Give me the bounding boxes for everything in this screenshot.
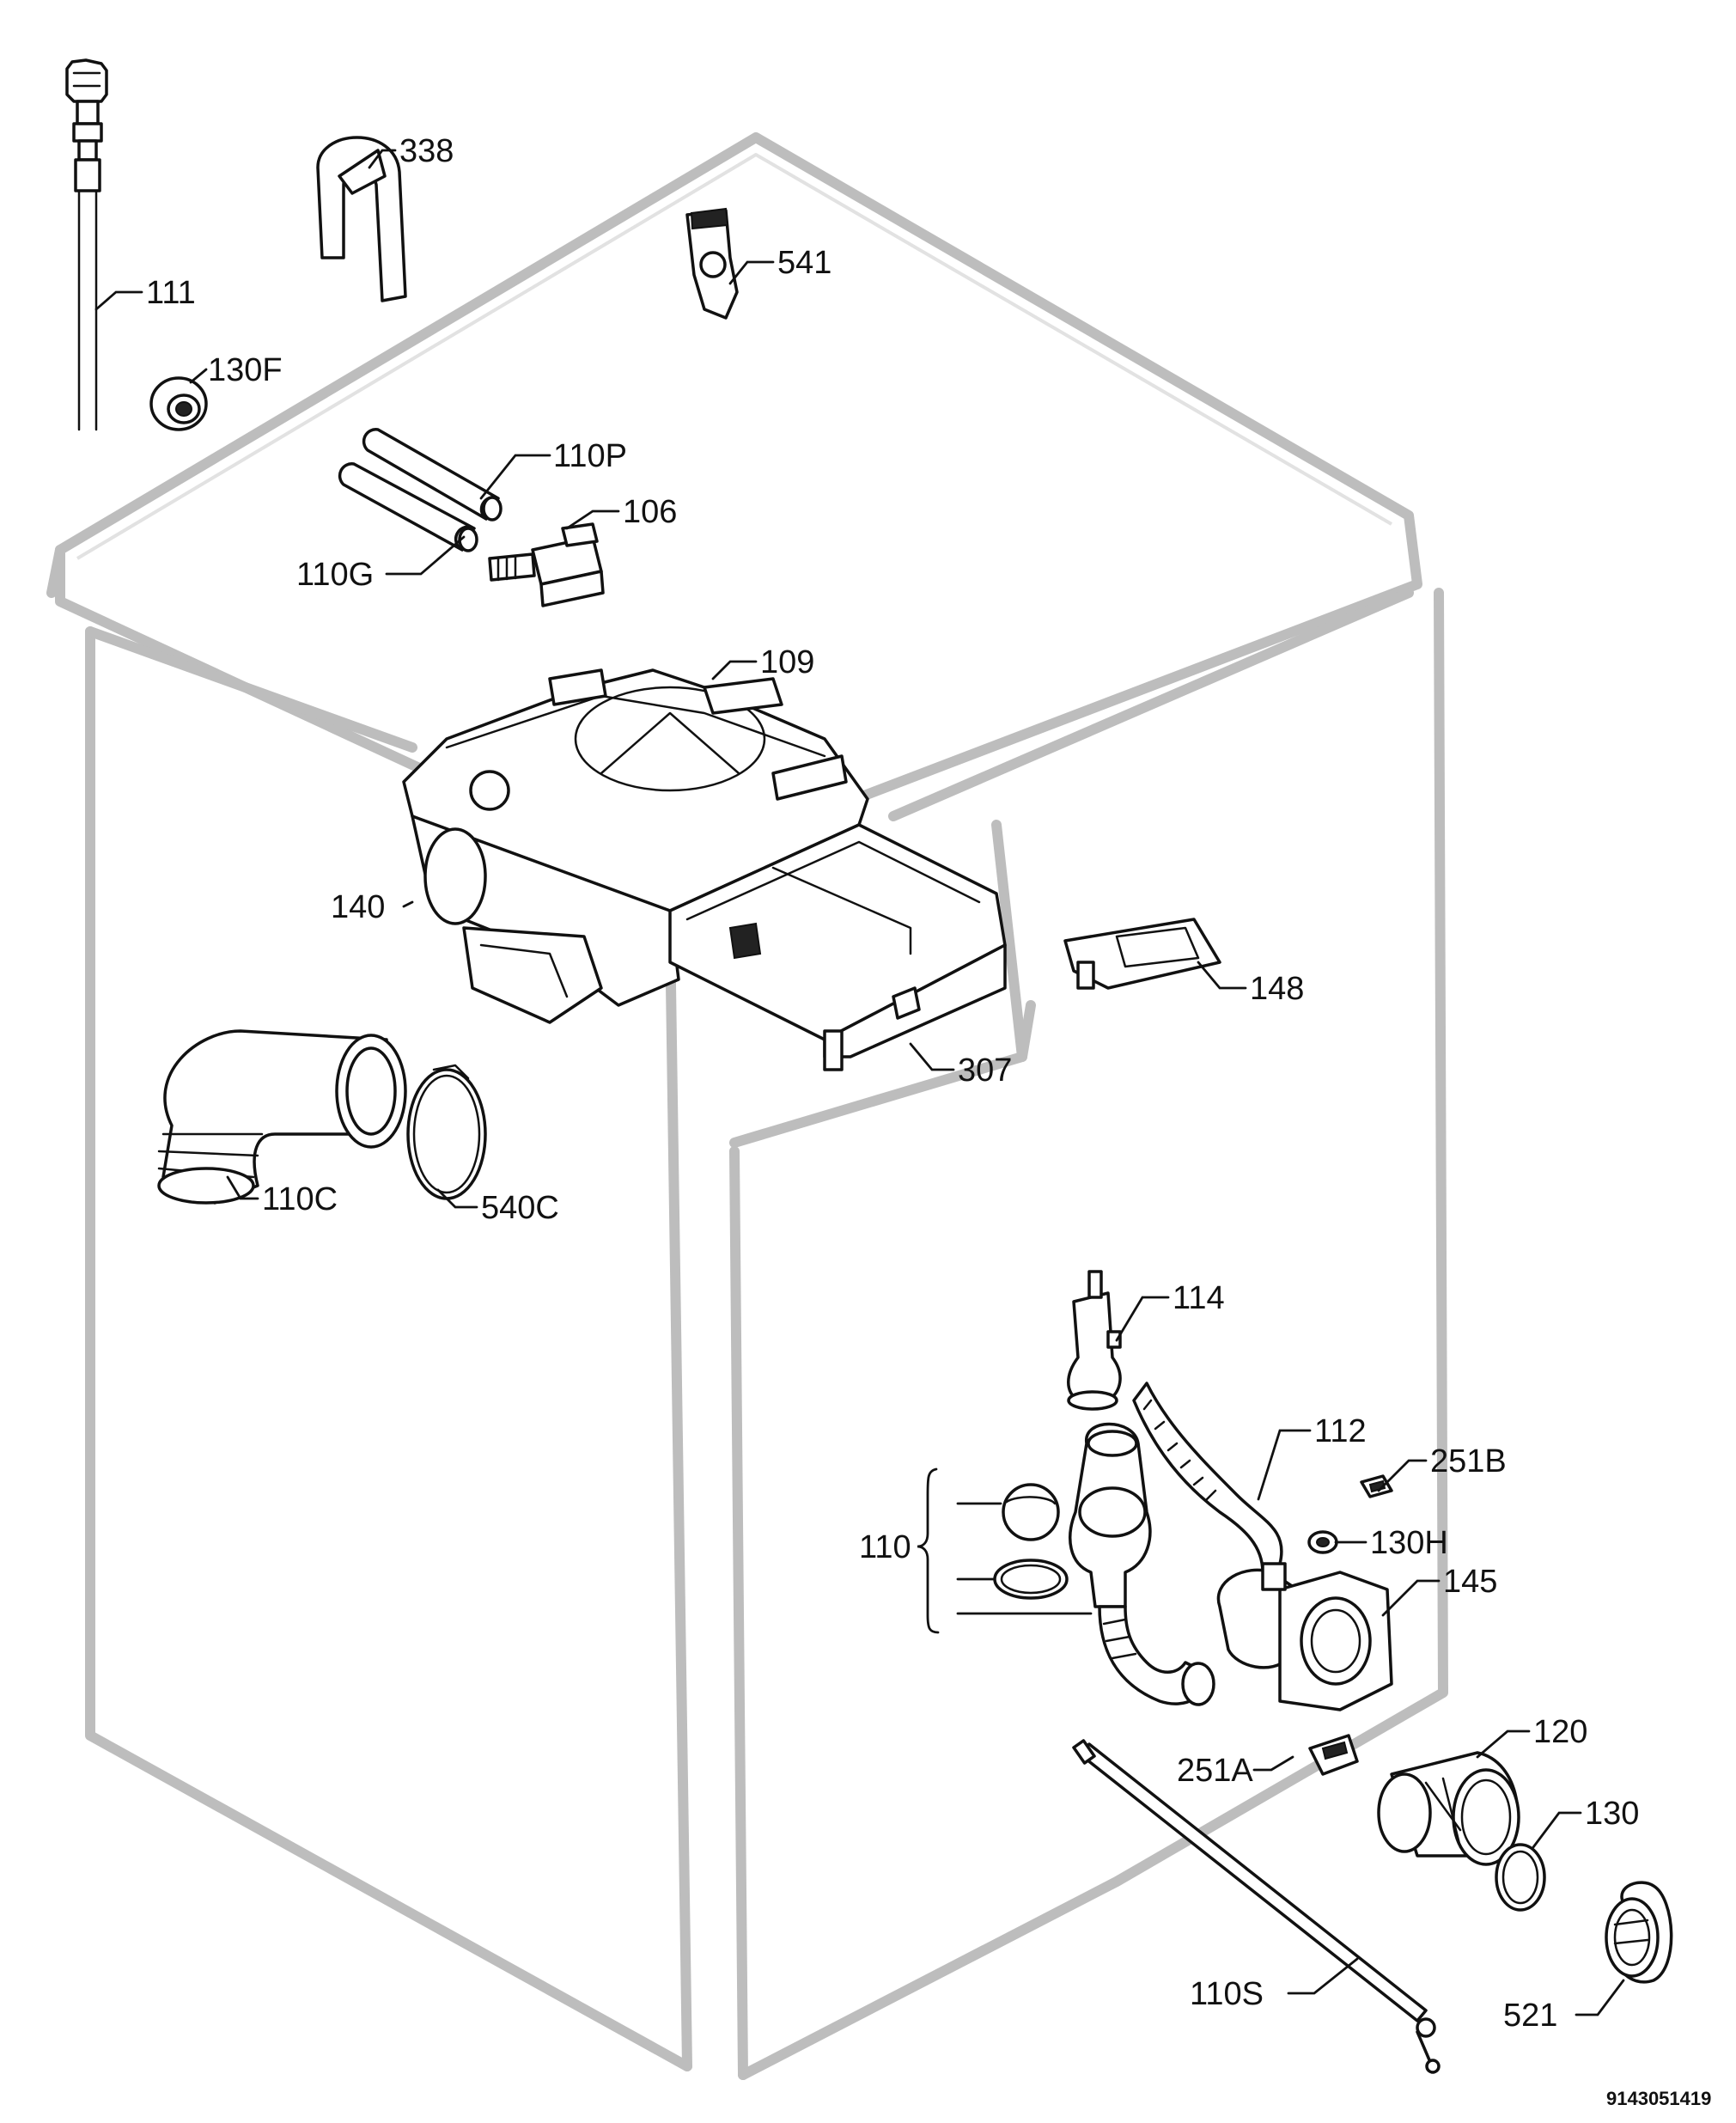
cover-148 <box>1063 918 1221 990</box>
label-130: 130 <box>1585 1796 1639 1832</box>
part-labels: 338 541 111 130F 110P 106 110G 109 140 1… <box>146 133 1711 2109</box>
pump-housing-145 <box>1216 1562 1393 1711</box>
label-110S: 110S <box>1190 1976 1264 2012</box>
inlet-hose-111 <box>65 58 108 431</box>
clamp-541 <box>685 207 739 320</box>
label-112: 112 <box>1314 1413 1367 1449</box>
label-140: 140 <box>331 889 385 925</box>
label-148: 148 <box>1250 971 1304 1007</box>
drawing-code: 9143051419 <box>1606 2088 1711 2109</box>
label-307: 307 <box>958 1052 1012 1089</box>
clip-251B <box>1360 1474 1393 1498</box>
label-110G: 110G <box>296 557 374 593</box>
rod-110S <box>1072 1739 1441 2074</box>
label-111: 111 <box>146 275 196 311</box>
label-540C: 540C <box>481 1190 559 1226</box>
label-106: 106 <box>623 494 677 530</box>
valve-106 <box>488 522 605 607</box>
nut-130H <box>1307 1530 1338 1554</box>
label-251A: 251A <box>1177 1753 1253 1789</box>
cap-521 <box>1605 1881 1673 1984</box>
label-114: 114 <box>1173 1280 1225 1316</box>
bellow-110C <box>157 1029 407 1205</box>
label-130F: 130F <box>208 352 283 388</box>
cabinet-outline <box>46 132 1448 2080</box>
clip-251A <box>1308 1734 1359 1776</box>
nut-130F <box>149 376 208 431</box>
label-521: 521 <box>1503 1998 1557 2034</box>
label-110: 110 <box>859 1529 911 1565</box>
dispenser-body-140 <box>411 814 680 1024</box>
label-251B: 251B <box>1430 1443 1507 1479</box>
label-130H: 130H <box>1370 1525 1448 1561</box>
sump-110 <box>993 1422 1215 1706</box>
clamp-540C <box>406 1064 487 1200</box>
pressure-chamber-114 <box>1067 1270 1122 1411</box>
label-109: 109 <box>760 644 814 680</box>
drawer-307 <box>668 823 1007 1071</box>
hose-guide-338 <box>316 136 407 302</box>
label-338: 338 <box>399 133 454 169</box>
oring-130 <box>1495 1843 1546 1912</box>
leader-lines <box>94 149 1625 2016</box>
label-110P: 110P <box>553 438 627 474</box>
filter-120 <box>1377 1751 1520 1866</box>
label-145: 145 <box>1443 1564 1497 1600</box>
label-110C: 110C <box>262 1181 338 1217</box>
label-120: 120 <box>1533 1714 1587 1750</box>
hoses-110P-110G <box>338 428 503 552</box>
label-541: 541 <box>777 245 831 281</box>
